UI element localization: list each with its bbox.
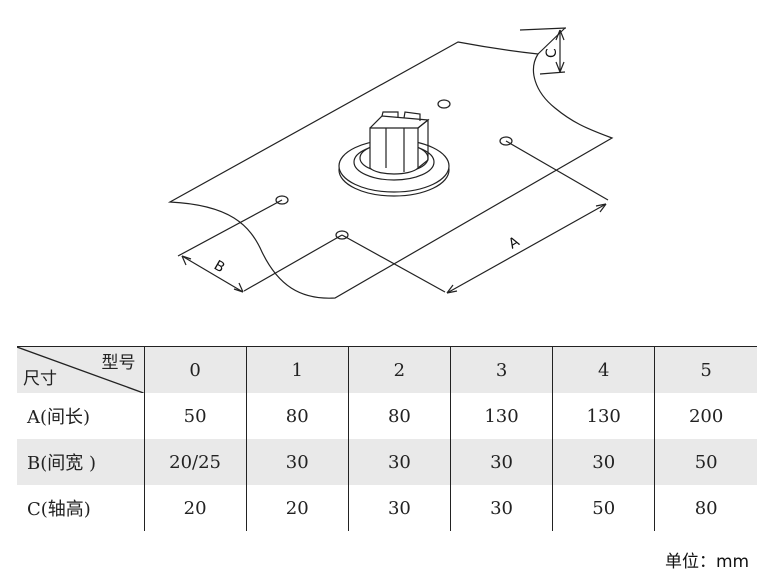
model-header: 3 xyxy=(449,346,553,393)
table-cell: 20 xyxy=(245,485,349,531)
table-cell: 200 xyxy=(654,393,757,439)
corner-label-dimension: 尺寸 xyxy=(23,369,57,389)
model-header: 5 xyxy=(654,346,757,393)
mount-hole xyxy=(499,136,513,146)
table-cell: 30 xyxy=(449,485,553,531)
model-header: 0 xyxy=(143,346,247,393)
table-cell: 50 xyxy=(143,393,247,439)
dimension-label-b: B xyxy=(211,258,227,277)
table-cell: 30 xyxy=(347,439,451,485)
table-row: C(轴高) 20 20 30 30 50 80 xyxy=(17,485,757,531)
table-cell: 80 xyxy=(347,393,451,439)
nozzle-body xyxy=(369,127,419,175)
table-cell: 30 xyxy=(245,439,349,485)
dimension-label-c: C xyxy=(544,48,560,58)
model-header: 4 xyxy=(552,346,655,393)
corner-diagonal xyxy=(17,347,144,393)
row-label: C(轴高) xyxy=(27,499,91,520)
mount-hole xyxy=(275,195,289,205)
dimension-label-a: A xyxy=(506,234,523,253)
table-cell: 80 xyxy=(654,485,757,531)
unit-label: 单位：mm xyxy=(665,552,750,572)
table-cell: 50 xyxy=(654,439,757,485)
table-cell: 130 xyxy=(449,393,553,439)
table-row: A(间长) 50 80 80 130 130 200 xyxy=(17,393,757,439)
row-label: B(间宽 ) xyxy=(17,439,144,485)
table-cell: 130 xyxy=(552,393,655,439)
plate-outline xyxy=(167,41,614,299)
spec-table: 型号 尺寸 0 1 2 3 4 5 A(间长) 50 80 80 130 130… xyxy=(17,346,757,531)
table-cell: 20/25 xyxy=(143,439,247,485)
table-row: B(间宽 ) 20/25 30 30 30 30 50 xyxy=(17,439,757,485)
table-cell: 30 xyxy=(347,485,451,531)
mount-hole xyxy=(437,99,451,109)
dimension-diagram: C A B xyxy=(167,27,614,299)
model-header: 2 xyxy=(347,346,451,393)
table-cell: 20 xyxy=(143,485,247,531)
row-label: A(间长) xyxy=(27,407,91,428)
table-header-row: 型号 尺寸 0 1 2 3 4 5 xyxy=(17,346,757,393)
table-cell: 30 xyxy=(552,439,655,485)
mount-hole xyxy=(335,230,349,240)
model-header: 1 xyxy=(245,346,349,393)
table-cell: 50 xyxy=(552,485,655,531)
corner-label-model: 型号 xyxy=(101,353,136,373)
table-cell: 80 xyxy=(245,393,349,439)
table-corner-cell: 型号 尺寸 xyxy=(17,346,144,393)
table-cell: 30 xyxy=(449,439,553,485)
